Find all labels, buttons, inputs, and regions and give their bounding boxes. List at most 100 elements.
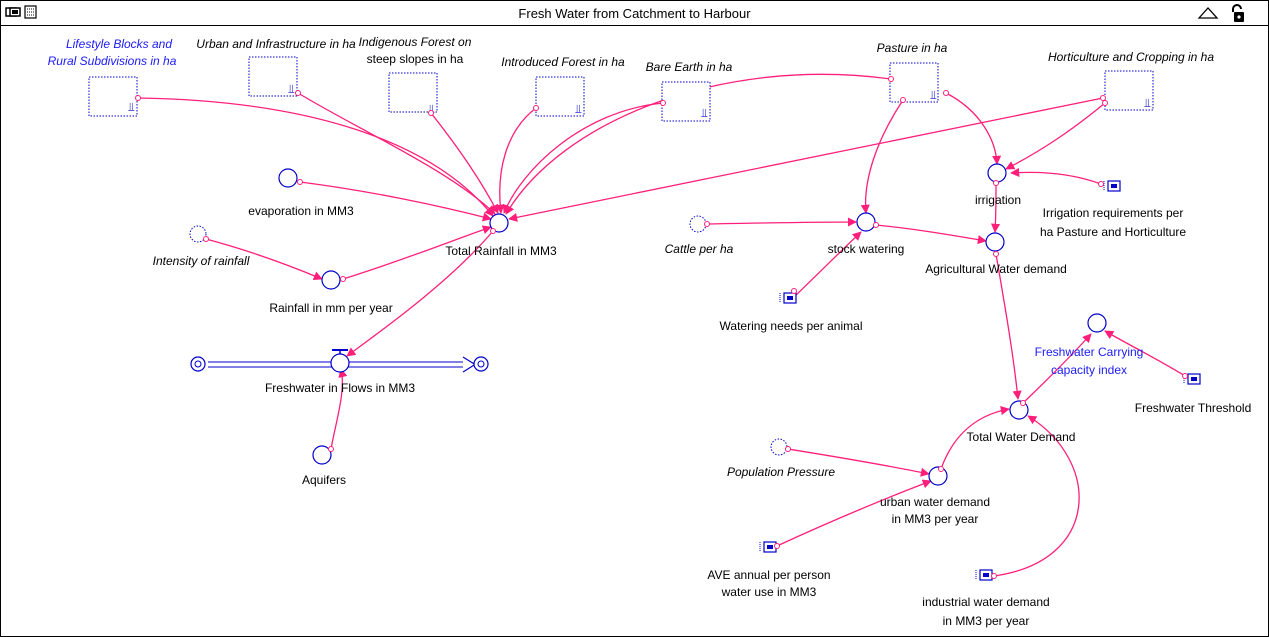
- link-aquifers-to-inflows: [330, 368, 348, 450]
- link-lifestyle-to-rainfall: [137, 97, 494, 217]
- link-irrreq-to-irrigation: [1010, 167, 1102, 185]
- total-rainfall-node[interactable]: [489, 213, 509, 233]
- link-ave-to-urban: [776, 479, 932, 547]
- label-bare-earth: Bare Earth in ha: [646, 60, 733, 74]
- triangle-up-icon[interactable]: [1197, 5, 1219, 21]
- ghost-horticulture-box: [1104, 70, 1154, 111]
- label-carrying-2: capacity index: [1051, 363, 1127, 377]
- aquifers-node[interactable]: [312, 445, 332, 465]
- ghost-markers: ⫫ ⫫ ⫫ ⫫ ⫫ ⫫ ⫫: [128, 82, 1151, 120]
- link-rainfall-mm-to-total: [342, 225, 492, 280]
- link-introduced-to-rainfall: [495, 107, 537, 214]
- link-watering-to-stock: [793, 231, 862, 298]
- label-irr-req-2: ha Pasture and Horticulture: [1040, 225, 1186, 239]
- cattle-node[interactable]: [689, 215, 707, 233]
- ghost-marker-icon: ⫫: [288, 82, 295, 96]
- ghost-indigenous-box: [388, 72, 438, 113]
- unlock-icon[interactable]: [1229, 3, 1249, 23]
- population-node[interactable]: [770, 438, 788, 456]
- irrigation-req-graph-icon[interactable]: [1103, 180, 1121, 192]
- label-watering-needs: Watering needs per animal: [720, 319, 863, 333]
- link-indigenous-to-rainfall: [430, 112, 499, 214]
- link-agdemand-to-totaldemand: [995, 253, 1022, 400]
- converters: [278, 163, 1107, 486]
- title-bar: Fresh Water from Catchment to Harbour: [1, 1, 1268, 26]
- link-pasture-to-stock: [860, 99, 904, 214]
- label-intensity: Intensity of rainfall: [153, 254, 250, 268]
- ghost-marker-icon: ⫫: [428, 102, 435, 116]
- link-urban-to-totaldemand: [940, 406, 1010, 470]
- label-industrial-2: in MM3 per year: [943, 614, 1030, 628]
- label-urban-infra: Urban and Infrastructure in ha: [196, 37, 356, 51]
- valve-icon[interactable]: [330, 349, 350, 373]
- link-stock-to-agdemand: [875, 224, 987, 245]
- label-irrigation: irrigation: [975, 193, 1021, 207]
- window-title: Fresh Water from Catchment to Harbour: [518, 6, 751, 21]
- graph-converters: [759, 180, 1201, 581]
- ghost-introduced-box: [535, 76, 585, 117]
- ave-use-graph-icon[interactable]: [759, 541, 777, 553]
- label-urban-demand-2: in MM3 per year: [892, 512, 979, 526]
- label-ave-use-2: water use in MM3: [721, 585, 817, 599]
- rainfall-mm-node[interactable]: [321, 270, 341, 290]
- label-lifestyle-2: Rural Subdivisions in ha: [48, 54, 177, 68]
- label-aquifers: Aquifers: [302, 473, 346, 487]
- carrying-index-node[interactable]: [1087, 313, 1107, 333]
- label-threshold: Freshwater Threshold: [1135, 401, 1252, 415]
- view-toggle-icon[interactable]: [5, 5, 41, 21]
- cloud-source-icon: [190, 356, 206, 372]
- flow-arrowhead-icon: [462, 356, 477, 373]
- link-total-to-inflows: [346, 230, 494, 357]
- label-cattle: Cattle per ha: [665, 242, 734, 256]
- label-population: Population Pressure: [727, 465, 835, 479]
- label-indigenous-1: Indigenous Forest on: [359, 35, 472, 49]
- industrial-graph-icon[interactable]: [975, 569, 993, 581]
- label-indigenous-2: steep slopes in ha: [367, 52, 464, 66]
- ghost-marker-icon: ⫫: [128, 100, 135, 114]
- ghost-converters: [189, 215, 788, 456]
- link-pasture-to-rainfall: [505, 73, 892, 215]
- label-total-demand: Total Water Demand: [967, 430, 1076, 444]
- label-evaporation: evaporation in MM3: [248, 204, 354, 218]
- link-horticulture-to-irrigation: [1005, 102, 1106, 170]
- ghost-marker-icon: ⫫: [1144, 96, 1151, 110]
- ag-demand-node[interactable]: [985, 232, 1005, 252]
- irrigation-node[interactable]: [987, 163, 1007, 183]
- urban-demand-node[interactable]: [928, 466, 948, 486]
- ghost-lifestyle-box: [88, 76, 138, 117]
- link-evaporation-to-rainfall: [299, 181, 492, 222]
- connector-links: [137, 73, 1186, 577]
- link-urban-to-rainfall: [297, 92, 496, 215]
- label-inflows: Freshwater in Flows in MM3: [265, 381, 415, 395]
- label-irr-req-1: Irrigation requirements per: [1043, 206, 1184, 220]
- link-intensity-to-rainfall-mm: [205, 238, 323, 281]
- ghost-urban-box: [248, 56, 298, 97]
- label-ave-use-1: AVE annual per person: [707, 568, 830, 582]
- ghost-marker-icon: ⫫: [701, 106, 708, 120]
- cloud-sink-icon: [473, 356, 489, 372]
- link-totaldemand-to-carrying: [1022, 333, 1092, 404]
- intensity-node[interactable]: [189, 225, 207, 243]
- link-population-to-urban: [787, 448, 930, 477]
- ghost-marker-icon: ⫫: [575, 102, 582, 116]
- label-rainfall-mm: Rainfall in mm per year: [269, 301, 392, 315]
- freshwater-inflow[interactable]: [190, 349, 489, 373]
- label-ag-demand: Agricultural Water demand: [925, 262, 1067, 276]
- label-lifestyle-1: Lifestyle Blocks and: [66, 37, 172, 51]
- ghost-pasture-box: [889, 62, 939, 103]
- stock-watering-node[interactable]: [856, 212, 876, 232]
- label-carrying-1: Freshwater Carrying: [1035, 345, 1144, 359]
- label-total-rainfall: Total Rainfall in MM3: [445, 244, 557, 258]
- link-cattle-to-stock: [706, 217, 857, 227]
- label-urban-demand-1: urban water demand: [880, 495, 990, 509]
- link-industrial-to-totaldemand: [993, 415, 1080, 577]
- link-pasture-to-irrigation: [945, 92, 1002, 165]
- link-irrigation-to-agdemand: [990, 182, 1001, 233]
- watering-needs-graph-icon[interactable]: [779, 292, 797, 304]
- label-pasture: Pasture in ha: [877, 41, 948, 55]
- connector-dots: [135, 76, 1188, 579]
- evaporation-node[interactable]: [278, 168, 298, 188]
- threshold-graph-icon[interactable]: [1183, 373, 1201, 385]
